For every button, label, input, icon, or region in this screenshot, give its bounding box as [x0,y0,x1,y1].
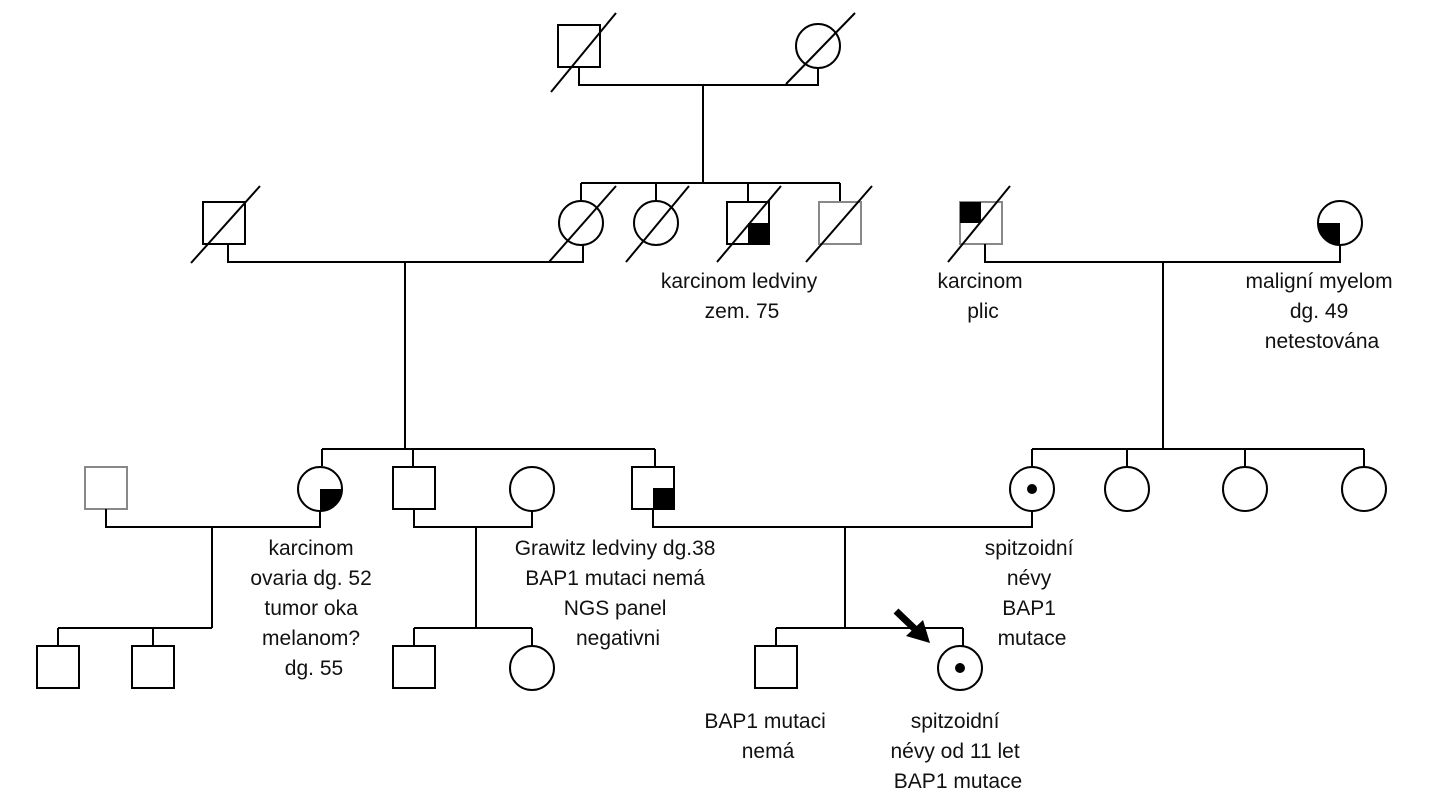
gen4-proband [937,645,983,691]
gen3-aunt-partnership [105,509,321,528]
gen2-grandfather-paternal [190,185,261,264]
gen3-parents-partnership [652,509,1033,528]
note-grandfather-lung: karcinom plic [937,270,1028,323]
gen3-maternal-aunt-1 [1104,466,1150,512]
gen2-grandfather-maternal-lung [947,185,1011,263]
note-father: Grawitz ledviny dg.38 BAP1 mutaci nemá N… [515,537,722,650]
affected-quadrant [320,489,342,511]
dot-icon [955,663,965,673]
note-mother: spitzoidní névy BAP1 mutace [985,537,1080,650]
gen3-uncle-partnership [413,509,533,528]
gen3-maternal-aunt-2 [1222,466,1268,512]
note-aunt-ovary: karcinom ovaria dg. 52 tumor oka melanom… [250,537,377,680]
gen2-great-aunt [625,185,690,263]
gen3-father-kidney [631,466,675,510]
gen4-cousin-3 [392,645,436,689]
gen3-uncle-wife [509,466,555,512]
arrow-icon [893,608,930,643]
note-grandmother-myeloma: maligní myelom dg. 49 netestována [1246,270,1399,353]
dot-icon [1027,484,1037,494]
gen3-maternal-aunt-3 [1341,466,1387,512]
affected-quadrant [748,223,769,244]
gen2-paternal-partnership [227,244,584,263]
gen4-brother [754,645,798,689]
affected-quadrant [1318,223,1340,245]
gen1-great-grandfather [550,12,617,93]
gen2-grandmother-paternal [548,185,617,263]
gen4-cousin-2 [131,645,175,689]
note-proband: spitzoidní névy od 11 let BAP1 mutace [890,710,1025,793]
affected-quadrant [960,202,981,223]
note-brother: BAP1 mutaci nemá [704,710,831,763]
gen1-partnership-line [578,67,819,86]
gen3-mother-carrier [1009,466,1055,512]
gen2-grandmother-maternal-myeloma [1317,200,1363,246]
gen2-great-uncle-kidney [716,185,782,263]
gen1-great-grandmother [785,12,856,85]
gen4-cousin-1 [36,645,80,689]
gen3-aunt-husband [84,466,128,510]
affected-quadrant [653,488,674,509]
gen2-maternal-partnership [984,244,1341,263]
gen3-uncle [392,466,436,510]
gen2-great-uncle-grey [805,185,873,263]
gen3-aunt-ovary [297,466,343,512]
gen4-cousin-4 [509,645,555,691]
note-uncle-kidney: karcinom ledviny zem. 75 [661,270,823,323]
